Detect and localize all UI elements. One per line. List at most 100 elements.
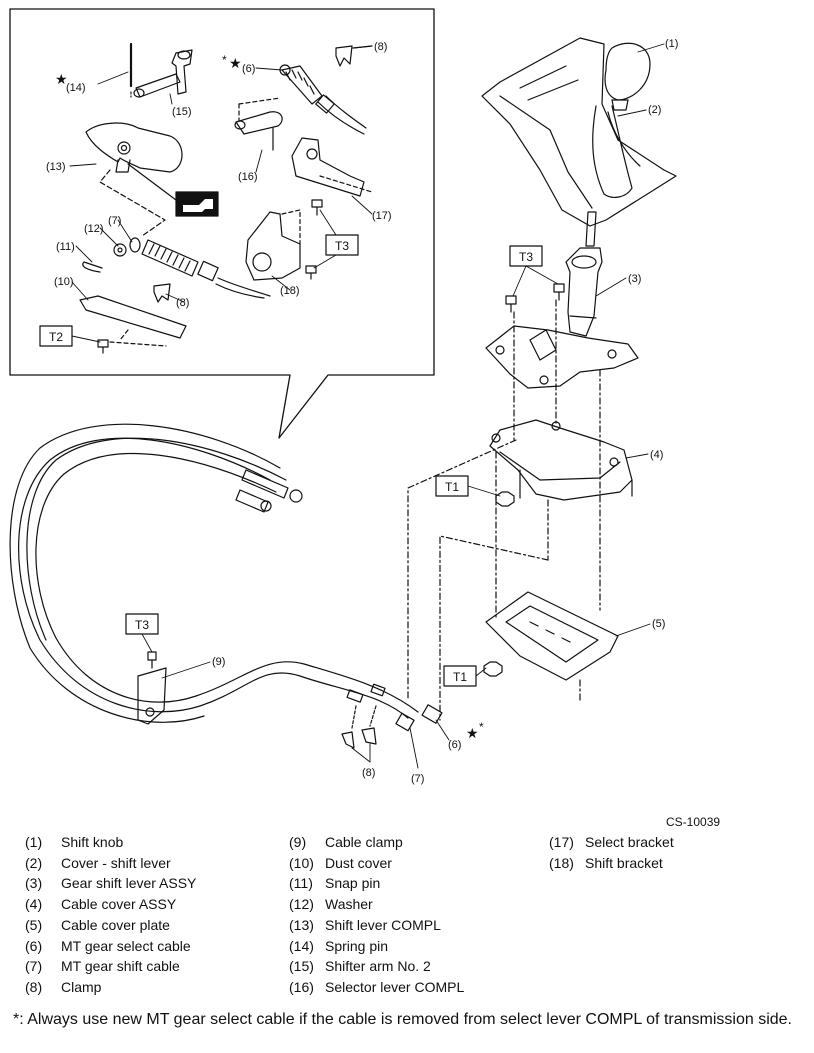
legend-item: (5)Cable cover plate <box>25 915 196 936</box>
torque-tag-t3-lever: T3 <box>509 245 543 267</box>
svg-text:T3: T3 <box>135 618 149 632</box>
torque-tag-t3-cable-clamp: T3 <box>125 613 159 635</box>
label-8-inset-lower: (8) <box>176 297 189 309</box>
legend-name: Select bracket <box>585 834 674 850</box>
label-8-inset-top: (8) <box>374 41 387 53</box>
legend-number: (6) <box>25 937 43 954</box>
shift-cable-end-part <box>129 237 271 299</box>
nut-part <box>483 661 503 677</box>
svg-text:T2: T2 <box>49 330 63 344</box>
gear-cables <box>9 423 443 749</box>
cable-replacement-note: *: Always use new MT gear select cable i… <box>13 1011 792 1028</box>
gear-shift-lever-part <box>565 211 603 337</box>
label-14: (14) <box>66 82 86 94</box>
exploded-assembly-diagram: T3 T2 T3 T1 T3 T1 <box>9 8 678 785</box>
legend-item: (8)Clamp <box>25 977 196 998</box>
shift-boot-part <box>481 37 677 227</box>
torque-tag-t1-plate: T1 <box>443 665 477 687</box>
label-8: (8) <box>362 767 375 779</box>
legend-name: Shift knob <box>61 834 124 850</box>
legend-item: (1) Shift knob <box>25 832 196 853</box>
cable-clamp-part <box>137 651 167 725</box>
legend-item: (7)MT gear shift cable <box>25 956 196 977</box>
label-2: (2) <box>648 104 661 116</box>
label-11: (11) <box>56 241 75 253</box>
clamp-part-lower <box>153 283 171 303</box>
legend-number: (1) <box>25 834 43 850</box>
svg-text:T1: T1 <box>453 670 467 684</box>
selector-lever-part <box>234 97 283 151</box>
legend-name: Shift lever COMPL <box>325 916 441 933</box>
label-5: (5) <box>652 618 665 630</box>
dust-cover-part <box>79 295 187 347</box>
callout-labels: (1) (2) (3) (4) (5) (6) ★ * (7) (8) (9) … <box>46 38 678 785</box>
legend-item: (17) Select bracket <box>549 832 674 853</box>
label-4: (4) <box>650 449 663 461</box>
label-9: (9) <box>212 656 225 668</box>
legend-item: (12)Washer <box>289 894 464 915</box>
legend-name: Cable clamp <box>325 834 403 850</box>
svg-text:T1: T1 <box>445 480 459 494</box>
legend-item: (6)MT gear select cable <box>25 936 196 957</box>
legend-name: Spring pin <box>325 937 389 954</box>
shift-knob-part <box>604 42 651 111</box>
figure-id: CS-10039 <box>666 815 721 829</box>
legend-item: (15)Shifter arm No. 2 <box>289 956 464 977</box>
legend-number: (15) <box>289 958 314 975</box>
legend-number: (2) <box>25 854 43 871</box>
legend-column-2: (9)Cable clamp (10)Dust cover (11)Snap p… <box>289 832 464 998</box>
legend-name: Gear shift lever ASSY <box>61 875 197 892</box>
label-13: (13) <box>46 161 66 173</box>
legend-number: (12) <box>289 896 314 913</box>
assembly-guide-lines <box>407 299 601 721</box>
legend-item: (2) Cover - shift lever <box>25 853 196 874</box>
grease-icon <box>175 191 219 217</box>
legend-item: (14)Spring pin <box>289 936 464 957</box>
bolt-part <box>553 283 565 301</box>
leader-lines <box>69 43 665 769</box>
legend-column-3: (17) Select bracket (18) Shift bracket <box>549 832 674 873</box>
label-3: (3) <box>628 273 641 285</box>
legend-number: (9) <box>289 834 307 850</box>
label-1: (1) <box>665 38 678 50</box>
bolt-part <box>311 199 323 216</box>
asterisk-mark-inset: * <box>222 53 227 67</box>
label-6: (6) <box>448 739 461 751</box>
detail-inset <box>9 8 435 439</box>
legend-number: (8) <box>25 978 43 995</box>
inset-parts <box>79 42 373 354</box>
legend-item: (18) Shift bracket <box>549 853 674 874</box>
legend-number: (11) <box>289 875 313 892</box>
shift-lever-compl-part <box>85 122 183 201</box>
legend-item: (4)Cable cover ASSY <box>25 894 196 915</box>
asterisk-mark-6: * <box>479 720 484 734</box>
select-bracket-part <box>291 137 373 197</box>
legend-item: (13)Shift lever COMPL <box>289 915 464 936</box>
torque-tag-t2-inset: T2 <box>39 325 73 347</box>
snap-pin-part <box>82 261 103 273</box>
legend-item: (3)Gear shift lever ASSY <box>25 873 196 894</box>
label-7: (7) <box>411 773 424 785</box>
cable-cover-plate-part <box>485 591 619 681</box>
legend-item: (16) Selector lever COMPL <box>289 977 464 998</box>
legend-number: (17) <box>549 834 574 850</box>
label-10: (10) <box>54 276 74 288</box>
legend-item: (10)Dust cover <box>289 853 464 874</box>
legend-name: Shift bracket <box>585 854 663 871</box>
label-7-inset: (7) <box>108 215 121 227</box>
torque-tag-t1-cover: T1 <box>435 475 469 497</box>
star-mark-6: ★ <box>466 725 479 741</box>
legend-name: Selector lever COMPL <box>325 978 465 995</box>
label-15: (15) <box>172 106 192 118</box>
legend-column-1: (1) Shift knob (2) Cover - shift lever (3)… <box>25 832 196 998</box>
legend-number: (10) <box>289 854 314 871</box>
legend-name: MT gear shift cable <box>61 958 180 975</box>
label-6-inset: (6) <box>242 63 255 75</box>
lever-base-plate-part <box>485 325 639 389</box>
legend-name: Cable cover plate <box>61 916 170 933</box>
legend-number: (16) <box>289 978 314 995</box>
legend-name: Cover - shift lever <box>61 854 171 871</box>
legend-item: (9) Cable clamp <box>289 832 464 853</box>
washer-part <box>113 243 127 257</box>
legend-number: (18) <box>549 854 574 871</box>
